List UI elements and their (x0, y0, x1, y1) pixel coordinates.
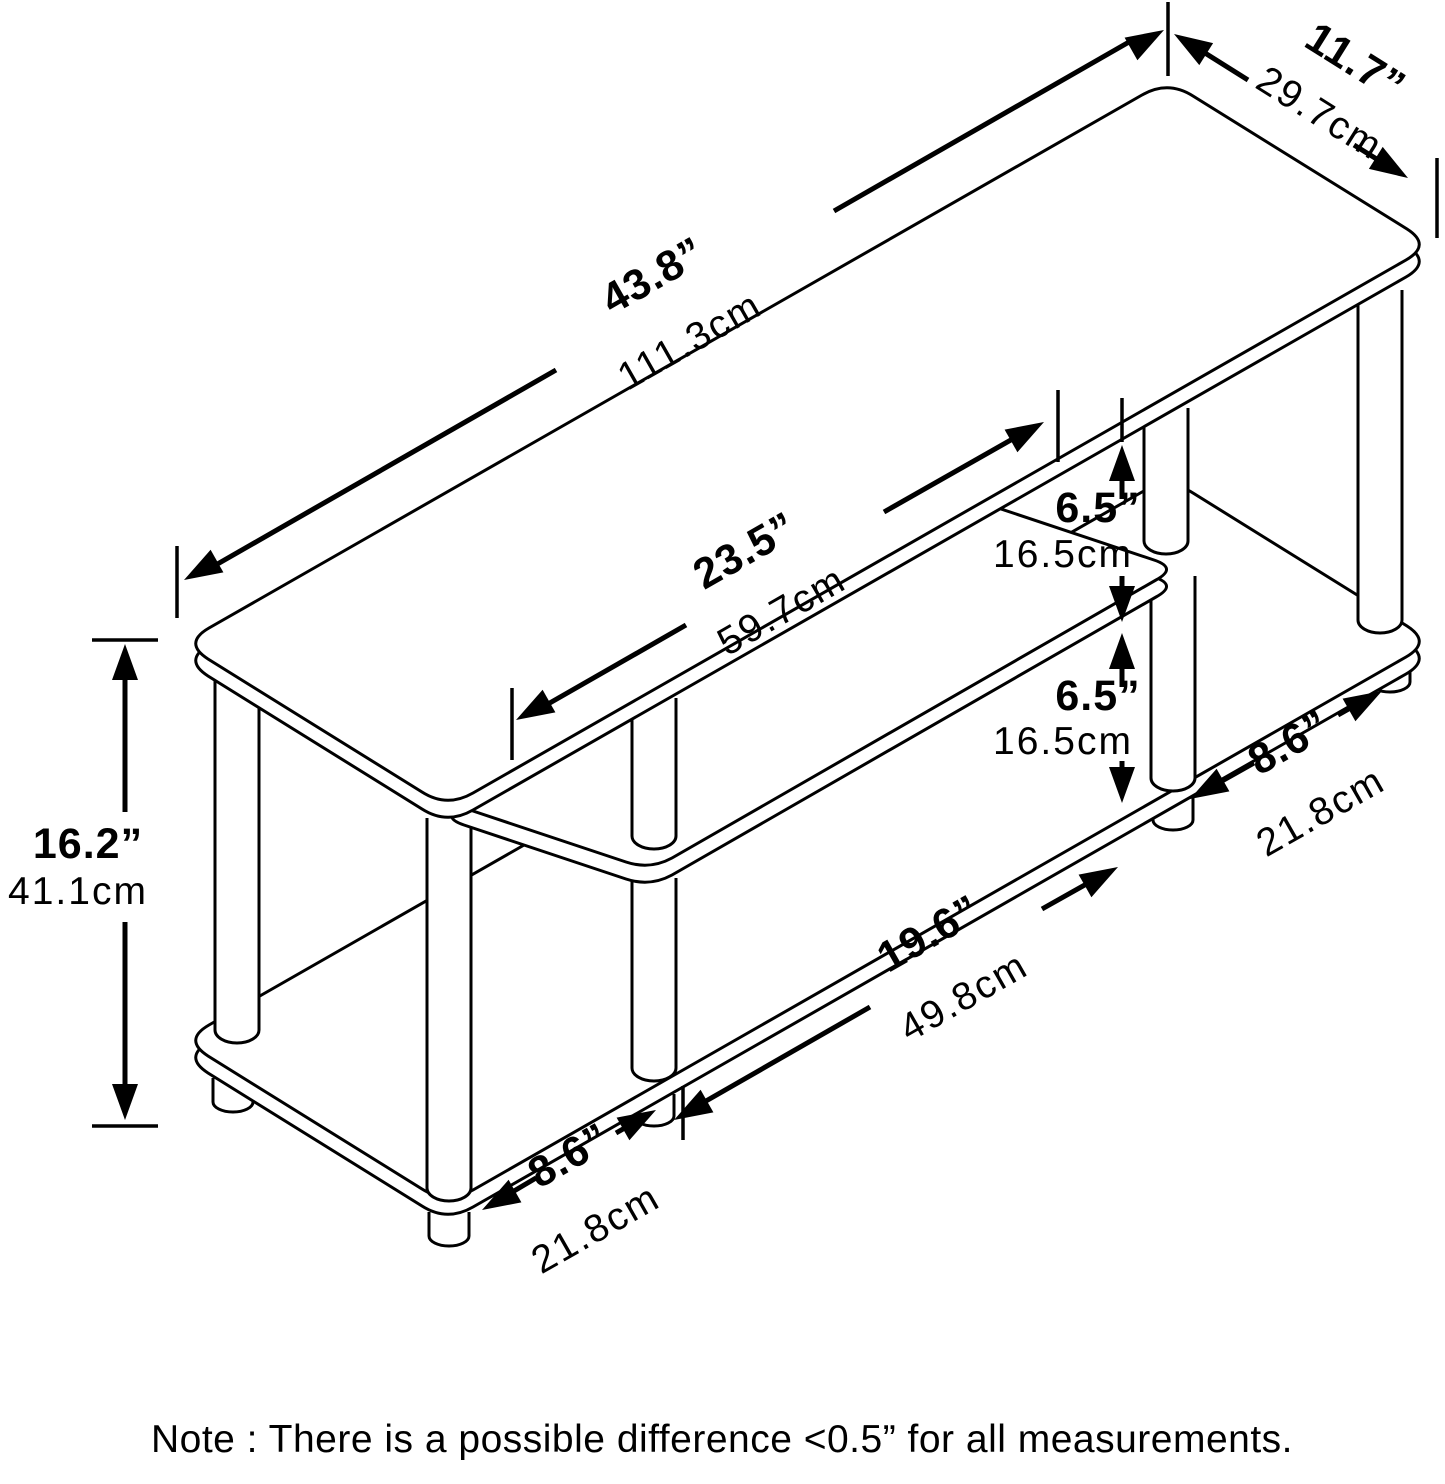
pole-center-left-lower (630, 878, 678, 1083)
dim-upper-gap-inch-label: 6.5” (1055, 484, 1140, 532)
dim-lower-gap-cm-label: 16.5cm (993, 720, 1133, 763)
tolerance-note: Note : There is a possible difference <0… (151, 1418, 1293, 1461)
pole-right (1356, 290, 1404, 635)
foot-front (427, 1212, 471, 1248)
pole-center-left-upper (630, 698, 678, 851)
top-shelf (194, 86, 1421, 819)
dim-lower-gap-inch-label: 6.5” (1055, 672, 1140, 720)
pole-center-right-lower (1149, 576, 1197, 793)
pole-left-front (425, 818, 473, 1203)
dim-upper-gap: 6.5” 16.5cm (993, 398, 1140, 622)
pole-left-back (213, 672, 261, 1045)
dim-overall-height: 16.2” 41.1cm (8, 638, 158, 1128)
pole-center-right-upper (1142, 408, 1190, 556)
dim-height-inch-label: 16.2” (33, 820, 143, 868)
lower-poles (213, 290, 1404, 1203)
dim-lower-gap: 6.5” 16.5cm (993, 633, 1140, 803)
dim-height-cm-label: 41.1cm (8, 870, 148, 913)
dim-top-length-inch-label: 43.8” (593, 228, 713, 324)
dim-upper-gap-cm-label: 16.5cm (993, 533, 1133, 576)
upper-poles (630, 408, 1190, 851)
